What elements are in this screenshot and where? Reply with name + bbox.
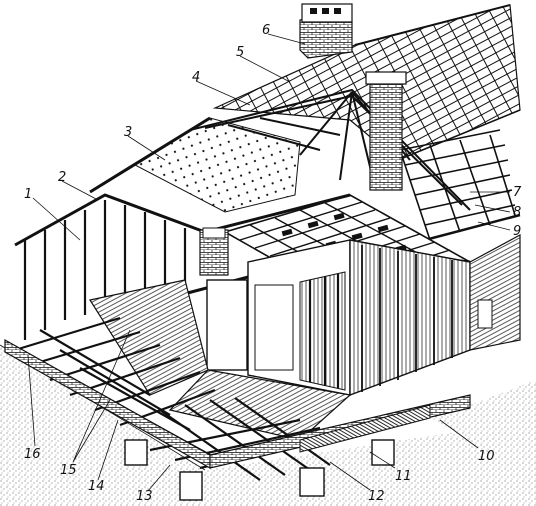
label-15: 15: [60, 463, 77, 478]
right-outer-wall: [349, 233, 521, 397]
left-wall-studs: [23, 200, 187, 340]
foundation-piers: [124, 439, 395, 501]
floor-boards: [89, 279, 352, 441]
label-13: 13: [136, 489, 153, 504]
partition-wall: [247, 239, 351, 396]
label-8: 8: [513, 205, 521, 220]
label-16: 16: [24, 447, 41, 462]
chimney-body: [199, 227, 248, 371]
label-9: 9: [513, 224, 521, 239]
chimney-ridge: [365, 71, 407, 191]
label-14: 14: [88, 479, 105, 494]
label-4: 4: [192, 70, 200, 85]
label-2: 2: [58, 170, 66, 185]
ceiling-joists-right: [399, 129, 521, 242]
label-1: 1: [24, 187, 32, 202]
label-5: 5: [236, 45, 244, 60]
roof-truss: [189, 88, 471, 211]
chimney-upper: [299, 3, 353, 59]
label-12: 12: [368, 489, 385, 504]
callout-labels: 1 2 3 4 5 6 7 8 9 10 11 12 13 14 15 16: [24, 23, 522, 504]
label-6: 6: [262, 23, 270, 38]
label-7: 7: [513, 185, 522, 200]
label-11: 11: [395, 469, 412, 484]
label-3: 3: [124, 125, 132, 140]
attic-insulation-slab: [133, 117, 301, 213]
label-10: 10: [478, 449, 495, 464]
callout-leaders: [27, 33, 511, 492]
